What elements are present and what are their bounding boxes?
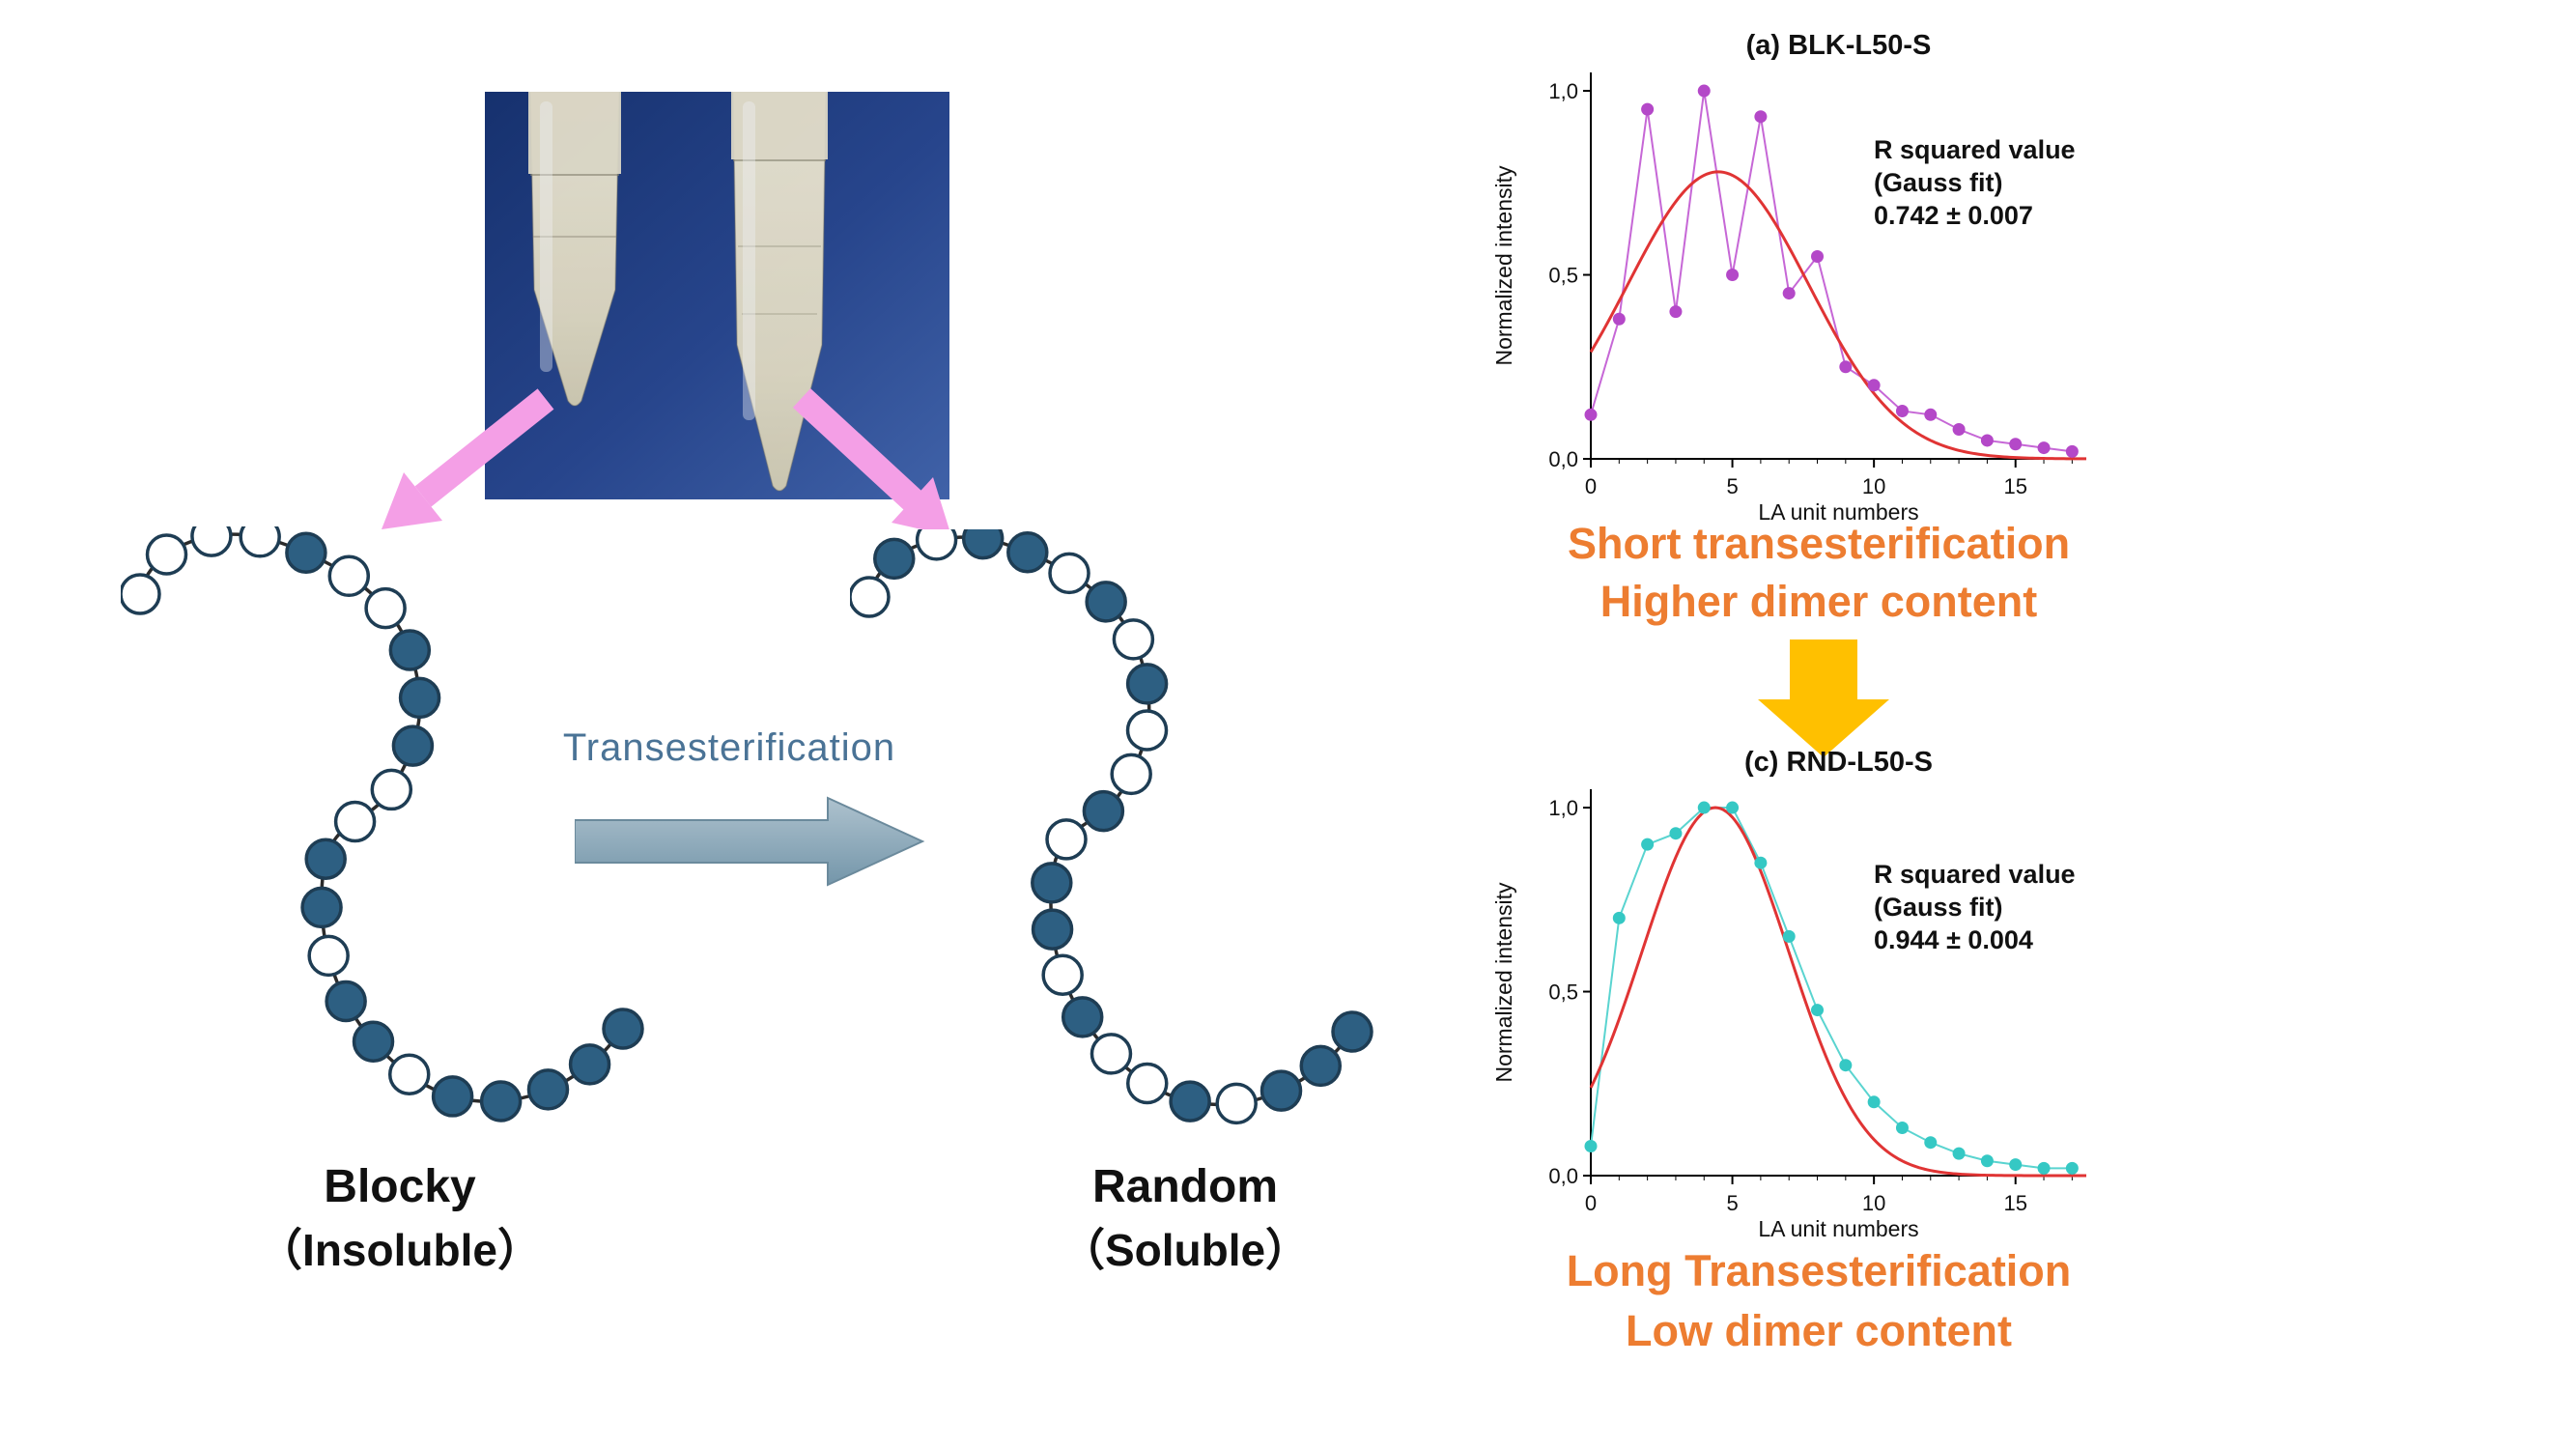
random-subtitle: （Soluble）	[1060, 1225, 1311, 1275]
blocky-title: Blocky	[324, 1161, 476, 1212]
annotation-line: R squared value	[1874, 135, 2076, 164]
svg-text:(c) RND-L50-S: (c) RND-L50-S	[1744, 747, 1933, 778]
svg-text:5: 5	[1726, 474, 1738, 498]
svg-text:LA unit numbers: LA unit numbers	[1758, 1216, 1918, 1241]
random-title: Random	[1092, 1161, 1278, 1212]
svg-text:0,5: 0,5	[1548, 264, 1578, 288]
svg-text:15: 15	[2003, 474, 2026, 498]
svg-text:0: 0	[1585, 474, 1597, 498]
annotation-line: 0.944 ± 0.004	[1874, 925, 2033, 954]
blocky-polymer-chain	[121, 526, 644, 1122]
centrifuge-tubes-photo	[485, 92, 949, 499]
caption-short-transesterification: Short transesterification	[1567, 519, 2071, 568]
svg-text:5: 5	[1726, 1191, 1738, 1215]
svg-text:0,0: 0,0	[1548, 447, 1578, 471]
svg-text:(a) BLK-L50-S: (a) BLK-L50-S	[1746, 30, 1932, 61]
pink-arrow-right-icon	[792, 388, 951, 536]
svg-text:0,5: 0,5	[1548, 980, 1578, 1005]
annotation-line: (Gauss fit)	[1874, 893, 2003, 922]
annotation-line: (Gauss fit)	[1874, 168, 2003, 197]
chart-rnd-l50-s: (c) RND-L50-S 0,0 0,5 1,0 0 5 10 15 LA unit numb…	[1492, 747, 2087, 1241]
chart-c-annotation: R squared value (Gauss fit) 0.944 ± 0.00…	[1874, 858, 2193, 956]
random-polymer-chain	[850, 529, 1373, 1125]
svg-text:LA unit numbers: LA unit numbers	[1758, 499, 1918, 525]
svg-text:Normalized intensity: Normalized intensity	[1492, 882, 1516, 1083]
transesterification-label: Transesterification	[562, 726, 896, 769]
chart-blk-l50-s: (a) BLK-L50-S 0,0 0,5 1,0 0 5 10 15 LA unit numb…	[1492, 30, 2087, 525]
annotation-line: 0.742 ± 0.007	[1874, 201, 2033, 230]
caption-higher-dimer-content: Higher dimer content	[1599, 577, 2038, 626]
caption-long-transesterification: Long Transesterification	[1566, 1246, 2072, 1295]
svg-text:1,0: 1,0	[1548, 79, 1578, 103]
chart-a-annotation: R squared value (Gauss fit) 0.742 ± 0.00…	[1874, 133, 2193, 232]
caption-low-dimer-content: Low dimer content	[1625, 1306, 2012, 1355]
right-tube	[731, 92, 828, 492]
pink-arrow-left-icon	[382, 388, 554, 529]
annotation-line: R squared value	[1874, 860, 2076, 889]
transformation-arrow-icon	[575, 796, 925, 887]
svg-text:0: 0	[1585, 1191, 1597, 1215]
svg-text:15: 15	[2003, 1191, 2026, 1215]
left-tube	[528, 92, 621, 407]
svg-text:0,0: 0,0	[1548, 1164, 1578, 1188]
svg-text:10: 10	[1862, 474, 1885, 498]
svg-text:1,0: 1,0	[1548, 796, 1578, 820]
blocky-subtitle: （Insoluble）	[258, 1225, 542, 1275]
svg-text:10: 10	[1862, 1191, 1885, 1215]
svg-text:Normalized intensity: Normalized intensity	[1492, 165, 1516, 366]
down-arrow-icon	[1758, 639, 1889, 757]
